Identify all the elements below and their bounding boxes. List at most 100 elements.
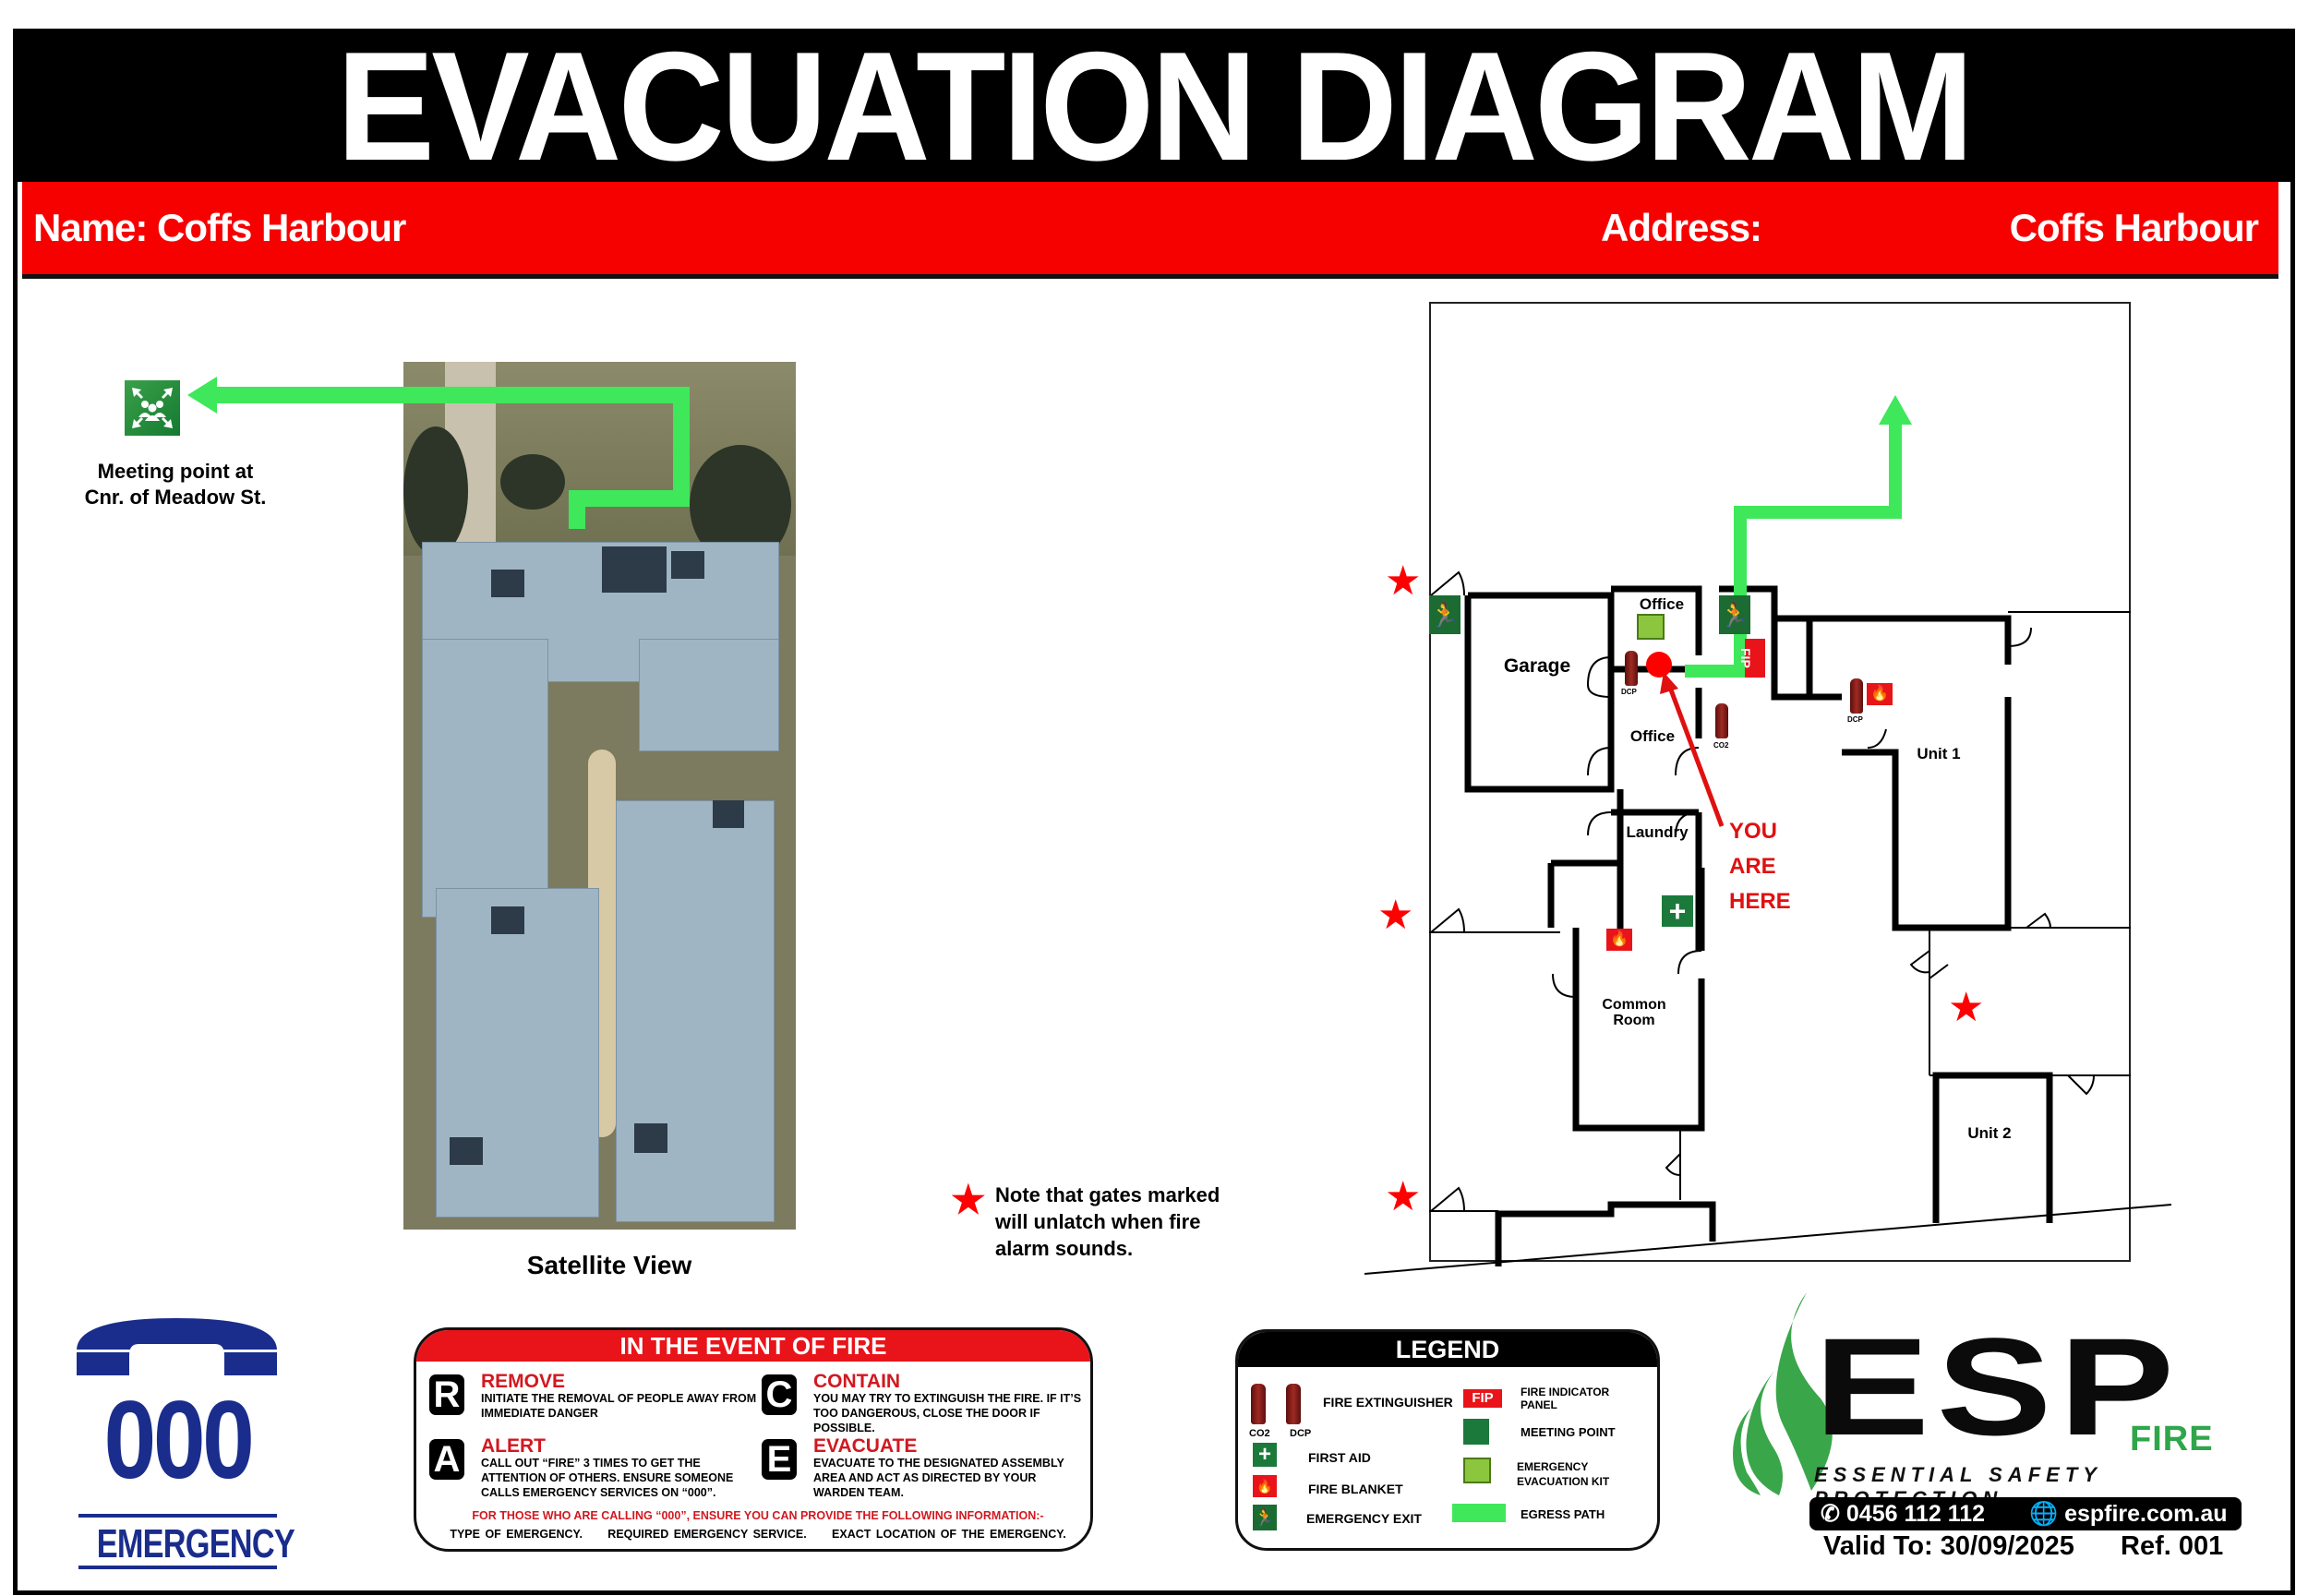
gate-star-icon: ★ (1377, 893, 1414, 938)
globe-icon: 🌐 (2029, 1501, 2065, 1527)
gate-note: ★ Note that gates marked will unlatch wh… (951, 1178, 1246, 1262)
phone-handset-icon (77, 1318, 277, 1375)
step-letter: R (429, 1374, 464, 1415)
emergency-exit-icon: 🏃 (1253, 1505, 1277, 1530)
extinguisher-dcp-label: DCP (1847, 715, 1863, 724)
step-text: CALL OUT “FIRE” 3 TIMES TO GET THE ATTEN… (481, 1457, 734, 1499)
fire-blanket-icon: 🔥 (1867, 683, 1893, 705)
satellite-view-label: Satellite View (526, 1251, 692, 1279)
page-title: EVACUATION DIAGRAM (15, 19, 2293, 193)
legend-panel: LEGEND CO2 DCP FIRE EXTINGUISHER + FIRST… (1235, 1329, 1660, 1551)
fire-extinguisher-dcp-icon (1850, 678, 1863, 714)
solar-panels (602, 546, 667, 593)
you-are-here-line1: YOU (1729, 819, 1778, 844)
legend-first-aid: FIRST AID (1308, 1450, 1371, 1465)
legend-fire-extinguisher: FIRE EXTINGUISHER (1323, 1395, 1453, 1410)
gate-note-line3: alarm sounds. (995, 1237, 1134, 1260)
roof-east (639, 639, 779, 751)
skylight (491, 906, 524, 934)
fire-extinguisher-dcp-icon (1286, 1384, 1301, 1424)
location-bar: Name: Coffs Harbour Address: Coffs Harbo… (22, 182, 2278, 279)
logo-fire: FIRE (2130, 1420, 2214, 1458)
room-common-room-line2: Room (1613, 1013, 1655, 1028)
valid-to: Valid To: 30/09/2025 (1823, 1531, 2074, 1561)
red-star-icon: ★ (951, 1178, 986, 1221)
extinguisher-dcp-label: DCP (1621, 688, 1637, 696)
meeting-point-line1: Meeting point at (97, 460, 254, 483)
step-heading: ALERT (481, 1435, 546, 1457)
meeting-point-icon (125, 380, 180, 436)
satellite-egress-path (187, 377, 690, 529)
address-value: Coffs Harbour (2009, 206, 2259, 249)
step-letter: C (762, 1374, 797, 1415)
fip-icon: FIP (1738, 639, 1765, 678)
gate-note-line1: Note that gates marked (995, 1183, 1220, 1206)
legend-evacuation-kit: EMERGENCY EVACUATION KIT (1517, 1460, 1610, 1488)
evacuation-kit-icon (1463, 1458, 1491, 1483)
emergency-word: EMERGENCY (96, 1521, 295, 1566)
fire-extinguisher-co2-icon (1715, 703, 1728, 738)
gate-star-icon: ★ (1948, 985, 1985, 1030)
validity-line: Valid To: 30/09/2025 Ref. 001 (1823, 1528, 2223, 1565)
step-text: EVACUATE TO THE DESIGNATED ASSEMBLY AREA… (813, 1457, 1064, 1499)
legend-emergency-exit: EMERGENCY EXIT (1306, 1511, 1422, 1526)
legend-fip: FIRE INDICATOR PANEL (1521, 1386, 1610, 1411)
room-common-room-line1: Common (1602, 997, 1666, 1013)
legend-co2-label: CO2 (1249, 1428, 1270, 1439)
skylight (713, 800, 744, 828)
gate-star-icon: ★ (1385, 1174, 1422, 1219)
fip-icon: FIP (1463, 1389, 1502, 1408)
emergency-number: 000 (103, 1378, 255, 1502)
website-text: espfire.com.au (2064, 1501, 2228, 1527)
fire-blanket-icon: 🔥 (1253, 1475, 1277, 1497)
room-common-room: Common Room (1593, 997, 1676, 1028)
room-laundry: Laundry (1626, 823, 1689, 841)
company-logo: ESP FIRE ESSENTIAL SAFETY PROTECTION ✆ 0… (1731, 1283, 2248, 1569)
step-letter: E (762, 1439, 797, 1480)
you-are-here-line2: ARE (1729, 854, 1776, 879)
legend-dcp-label: DCP (1290, 1428, 1312, 1439)
fire-procedure-panel: IN THE EVENT OF FIRE R REMOVE INITIATE T… (414, 1327, 1093, 1552)
legend-fire-blanket: FIRE BLANKET (1308, 1482, 1403, 1496)
step-heading: EVACUATE (813, 1435, 918, 1457)
reference-number: Ref. 001 (2121, 1531, 2224, 1561)
room-garage: Garage (1503, 655, 1571, 677)
evacuation-kit-icon (1637, 614, 1665, 640)
legend-egress-path: EGRESS PATH (1521, 1507, 1605, 1521)
tree (403, 426, 468, 556)
you-are-here-label: YOU ARE HERE (1729, 814, 1791, 919)
skylight (671, 551, 704, 579)
room-office-north: Office (1639, 595, 1685, 613)
site-name: Name: Coffs Harbour (33, 206, 406, 249)
phone-contact[interactable]: ✆ 0456 112 112 (1821, 1497, 1985, 1530)
you-are-here-line3: HERE (1729, 889, 1791, 914)
skylight (634, 1123, 667, 1153)
gate-note-line2: will unlatch when fire (995, 1210, 1201, 1233)
fire-blanket-icon: 🔥 (1606, 929, 1632, 951)
gate-star-icon: ★ (1385, 558, 1422, 604)
step-text: INITIATE THE REMOVAL OF PEOPLE AWAY FROM… (481, 1392, 757, 1420)
egress-path-swatch (1452, 1504, 1506, 1522)
call-000-info: TYPE OF EMERGENCY. REQUIRED EMERGENCY SE… (450, 1528, 1066, 1541)
phone-number: 0456 112 112 (1845, 1501, 1986, 1527)
contact-bar: ✆ 0456 112 112 🌐 espfire.com.au (1809, 1497, 2242, 1530)
meeting-point-icon (1463, 1419, 1489, 1445)
logo-esp: ESP (1814, 1309, 2182, 1464)
address-label: Address: (1601, 206, 1762, 249)
roof-west-wing (422, 639, 548, 918)
flame-icon (1733, 1292, 1833, 1495)
step-heading: REMOVE (481, 1371, 566, 1392)
website-link[interactable]: 🌐 espfire.com.au (2029, 1497, 2228, 1530)
skylight (491, 570, 524, 597)
meeting-point-line2: Cnr. of Meadow St. (84, 486, 267, 509)
divider (78, 1514, 277, 1518)
step-heading: CONTAIN (813, 1371, 901, 1392)
fire-extinguisher-dcp-icon (1625, 651, 1638, 686)
extinguisher-co2-label: CO2 (1713, 741, 1729, 750)
phone-icon: ✆ (1821, 1501, 1846, 1527)
room-unit-1: Unit 1 (1917, 745, 1961, 762)
floor-plan-boundary (1429, 302, 2131, 1262)
call-000-warning: FOR THOSE WHO ARE CALLING “000”, ENSURE … (472, 1509, 1044, 1522)
page-title-text: EVACUATION DIAGRAM (337, 19, 1975, 193)
